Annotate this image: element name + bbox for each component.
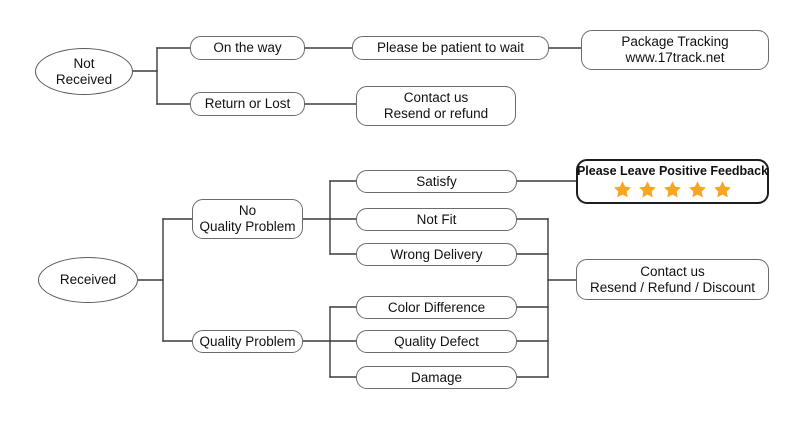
node-damage-label: Damage xyxy=(410,369,463,385)
node-satisfy[interactable]: Satisfy xyxy=(356,170,517,193)
node-package-tracking[interactable]: Package Tracking www.17track.net xyxy=(581,30,769,70)
node-no-quality-problem[interactable]: No Quality Problem xyxy=(192,199,303,239)
star-icon[interactable] xyxy=(613,180,632,199)
node-satisfy-label: Satisfy xyxy=(416,173,457,189)
node-not-received-line-2: Received xyxy=(55,71,113,87)
node-package-tracking-line-1: Package Tracking xyxy=(621,34,729,50)
node-return-or-lost[interactable]: Return or Lost xyxy=(190,92,305,116)
node-please-be-patient-to-wait[interactable]: Please be patient to wait xyxy=(352,36,549,60)
node-contact-us-resend-or-refund-line-2: Resend or refund xyxy=(383,106,489,121)
star-icon[interactable] xyxy=(688,180,707,199)
node-leave-positive-feedback[interactable]: Please Leave Positive Feedback xyxy=(576,159,769,204)
node-quality-problem-label: Quality Problem xyxy=(199,333,296,349)
node-contact-us-resend-or-refund-line-1: Contact us xyxy=(403,90,469,106)
node-damage[interactable]: Damage xyxy=(356,366,517,389)
star-icon[interactable] xyxy=(713,180,732,199)
node-not-fit-label: Not Fit xyxy=(416,211,457,227)
node-package-tracking-url: www.17track.net xyxy=(625,50,725,65)
node-contact-us-resend-refund-discount-line-1: Contact us xyxy=(640,263,705,279)
node-received[interactable]: Received xyxy=(38,257,138,303)
feedback-title: Please Leave Positive Feedback xyxy=(576,164,769,179)
node-received-label: Received xyxy=(59,272,117,288)
node-on-the-way-label: On the way xyxy=(213,40,282,56)
star-icon[interactable] xyxy=(663,180,682,199)
rating-star-row[interactable] xyxy=(613,180,732,199)
node-no-quality-problem-line-2: Quality Problem xyxy=(199,219,296,234)
node-not-received-line-1: Not xyxy=(73,55,95,71)
node-not-fit[interactable]: Not Fit xyxy=(356,208,517,231)
node-on-the-way[interactable]: On the way xyxy=(190,36,305,60)
node-contact-us-resend-or-refund[interactable]: Contact us Resend or refund xyxy=(356,86,516,126)
node-quality-defect-label: Quality Defect xyxy=(394,333,479,349)
node-color-difference-label: Color Difference xyxy=(387,299,486,315)
node-contact-us-resend-refund-discount-line-2: Resend / Refund / Discount xyxy=(589,279,756,295)
node-please-be-patient-to-wait-label: Please be patient to wait xyxy=(376,40,525,56)
node-contact-us-resend-refund-discount[interactable]: Contact us Resend / Refund / Discount xyxy=(576,259,769,300)
node-wrong-delivery[interactable]: Wrong Delivery xyxy=(356,243,517,266)
node-return-or-lost-label: Return or Lost xyxy=(204,96,291,112)
node-no-quality-problem-line-1: No xyxy=(238,203,257,219)
node-color-difference[interactable]: Color Difference xyxy=(356,296,517,319)
node-quality-defect[interactable]: Quality Defect xyxy=(356,330,517,353)
node-wrong-delivery-label: Wrong Delivery xyxy=(390,246,483,262)
star-icon[interactable] xyxy=(638,180,657,199)
node-not-received[interactable]: Not Received xyxy=(35,48,133,95)
node-quality-problem[interactable]: Quality Problem xyxy=(192,330,303,353)
